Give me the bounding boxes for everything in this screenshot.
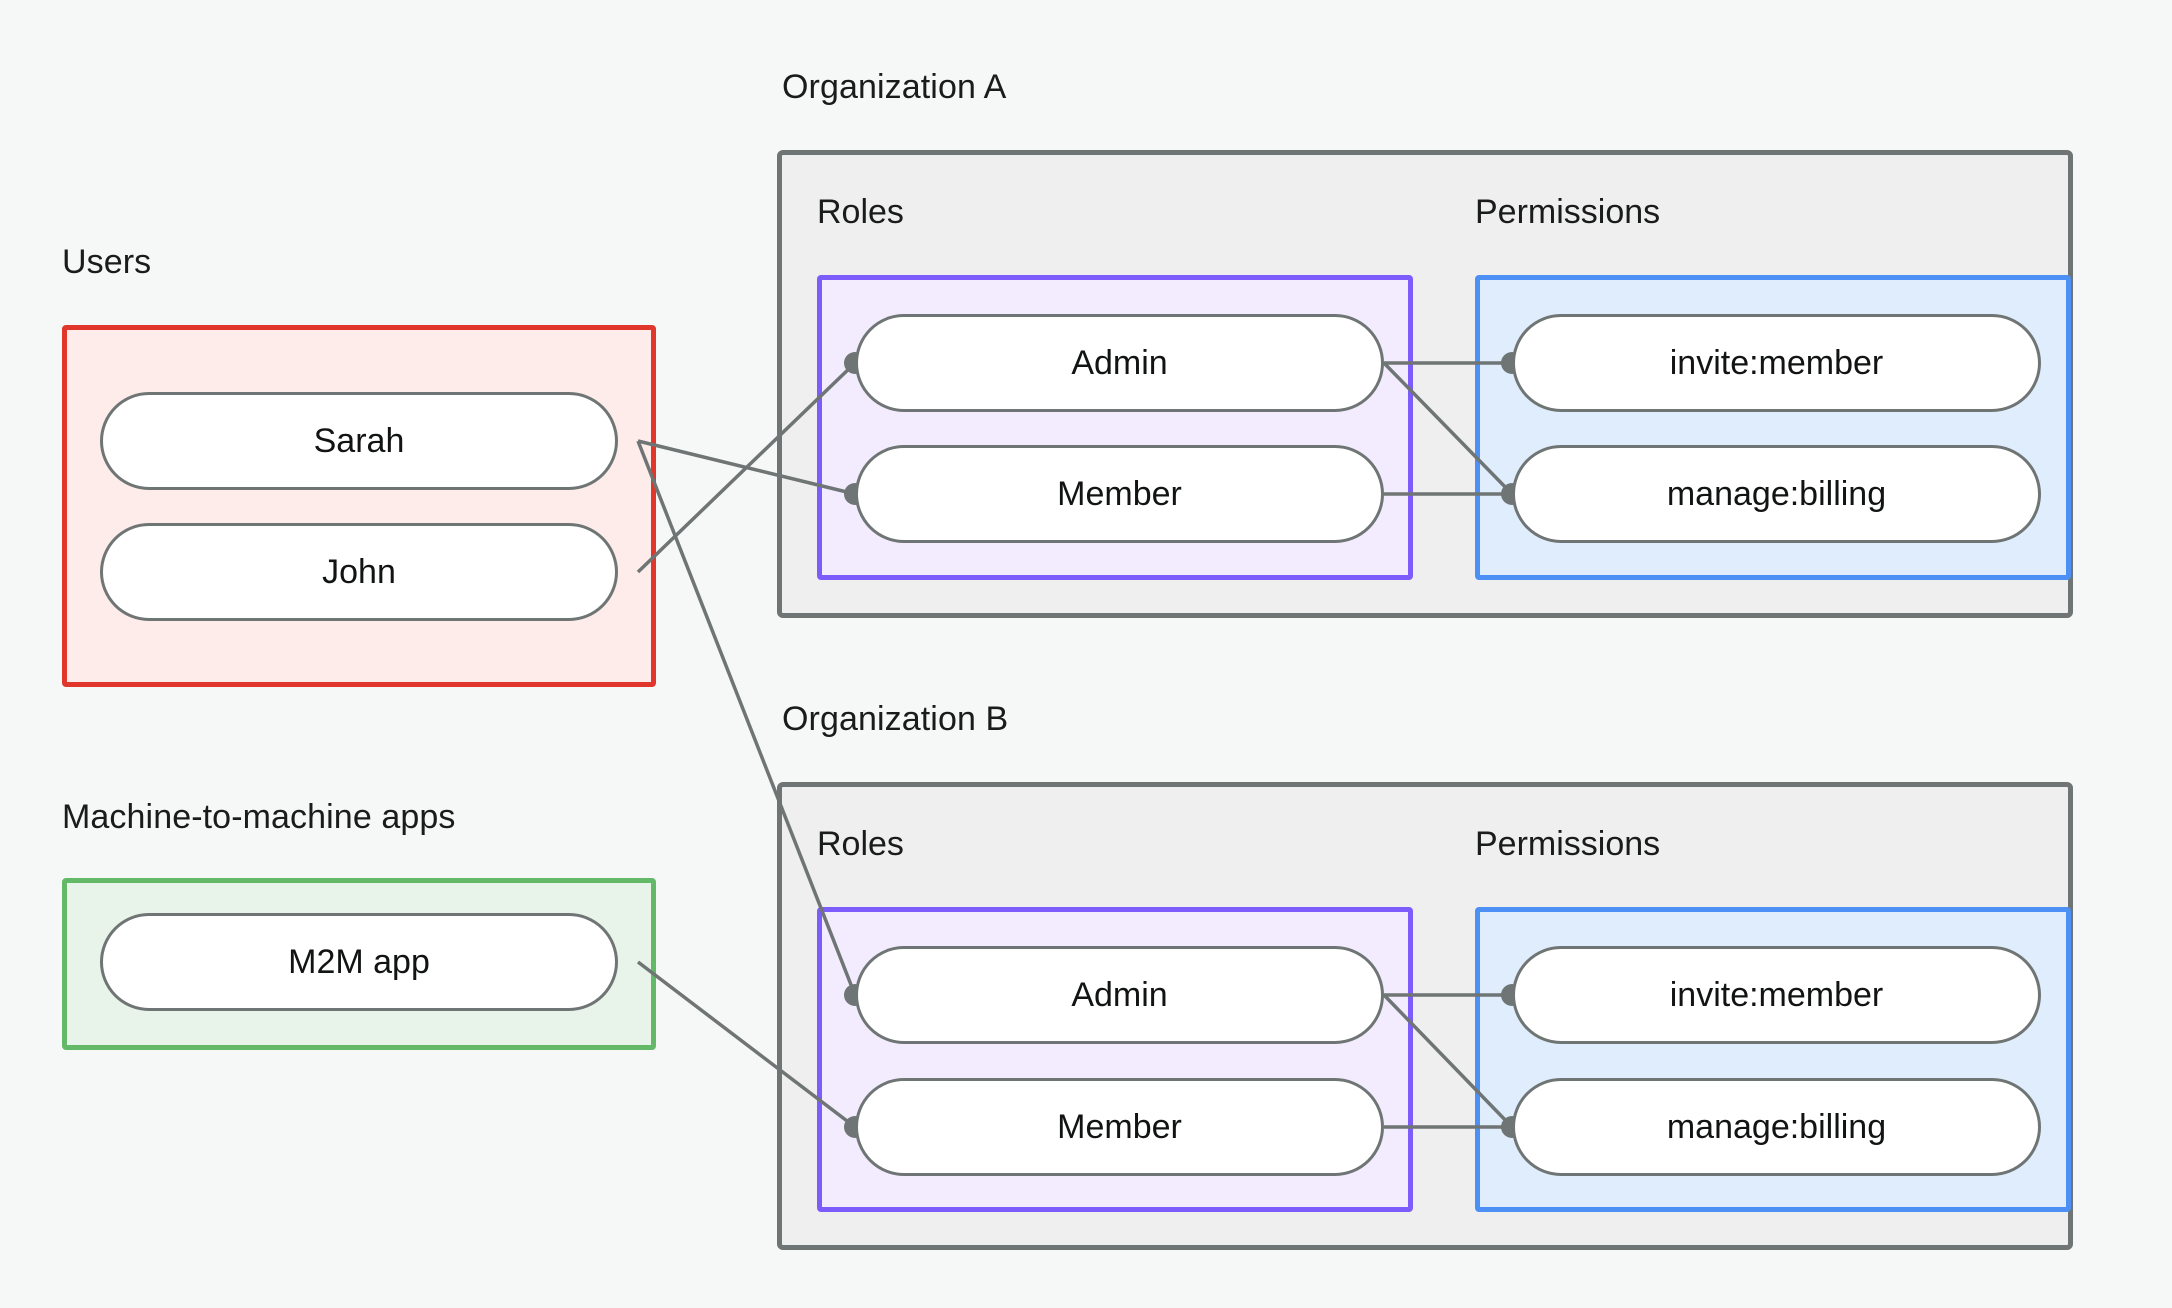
organization-b-permissions-label: Permissions [1475,825,1661,863]
user-pill-sarah[interactable]: Sarah [100,392,618,490]
organization-b-permission-pill-invite-member[interactable]: invite:member [1512,946,2041,1044]
organization-a-role-pill-member[interactable]: Member [855,445,1384,543]
organization-a-permission-pill-invite-member[interactable]: invite:member [1512,314,2041,412]
user-pill-john[interactable]: John [100,523,618,621]
organization-a-permission-pill-manage-billing[interactable]: manage:billing [1512,445,2041,543]
organization-b-roles-label: Roles [817,825,904,863]
organization-b-permission-pill-manage-billing[interactable]: manage:billing [1512,1078,2041,1176]
organization-a-roles-label: Roles [817,193,904,231]
organization-a-role-pill-admin[interactable]: Admin [855,314,1384,412]
m2m-group-label: Machine-to-machine apps [62,798,456,836]
organization-b-title: Organization B [782,700,1009,738]
organization-a-permissions-label: Permissions [1475,193,1661,231]
organization-b-role-pill-admin[interactable]: Admin [855,946,1384,1044]
organization-b-role-pill-member[interactable]: Member [855,1078,1384,1176]
m2m-pill-app[interactable]: M2M app [100,913,618,1011]
users-container [62,325,656,687]
organization-a-title: Organization A [782,68,1007,106]
users-group-label: Users [62,243,152,281]
